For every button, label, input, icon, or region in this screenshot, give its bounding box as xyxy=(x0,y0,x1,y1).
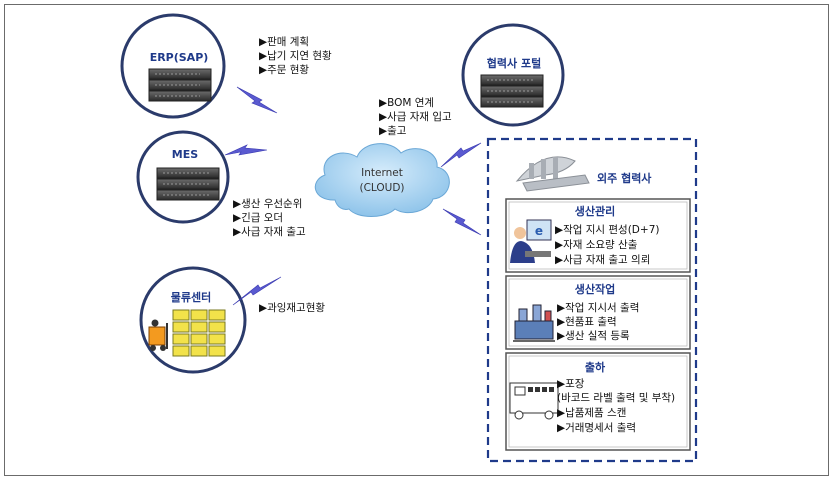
erp-node: ERP(SAP) xyxy=(120,13,226,119)
internet-cloud: Internet (CLOUD) xyxy=(314,143,450,217)
erp-note: ▶주문 현황 xyxy=(259,64,309,76)
worker-computer-icon: e xyxy=(510,219,552,263)
mes-note: ▶긴급 오더 xyxy=(233,212,283,224)
delivery-truck-icon xyxy=(509,382,559,420)
network-diagram: ERP(SAP) ▶판매 계획 ▶납기 지연 현황 ▶주문 현황 MES ▶생산… xyxy=(120,13,698,463)
logistics-title: 물류센터 xyxy=(171,290,211,304)
lightning-icon xyxy=(224,144,268,156)
box-item: ▶납품제품 스캔 xyxy=(557,407,626,419)
box-item: (바코드 라벨 출력 및 부착) xyxy=(557,392,675,404)
erp-server-icon xyxy=(148,68,212,102)
box-title: 생산관리 xyxy=(575,204,615,218)
partner-portal-server-icon xyxy=(480,74,544,108)
shipping-box: 출하 ▶포장 (바코드 라벨 출력 및 부착) ▶납품제품 스캔 ▶거래명세서 … xyxy=(505,352,691,451)
cloud-label-line2: (CLOUD) xyxy=(359,182,404,194)
partner-portal-notes: ▶BOM 연계 ▶사급 자재 입고 ▶출고 xyxy=(379,97,452,137)
lightning-icon xyxy=(442,208,482,236)
connectors xyxy=(224,86,482,306)
erp-notes: ▶판매 계획 ▶납기 지연 현황 ▶주문 현황 xyxy=(259,36,332,76)
partner-portal-title: 협력사 포털 xyxy=(487,56,541,70)
erp-title: ERP(SAP) xyxy=(150,51,209,64)
logistics-node: 물류센터 xyxy=(139,266,247,374)
mes-server-icon xyxy=(156,167,220,201)
forklift-icon xyxy=(148,319,168,351)
mes-note: ▶생산 우선순위 xyxy=(233,197,302,210)
partner-portal-note: ▶사급 자재 입고 xyxy=(379,110,452,123)
partner-portal-note: ▶BOM 연계 xyxy=(379,97,434,109)
box-item: ▶생산 실적 등록 xyxy=(557,330,630,342)
box-title: 생산작업 xyxy=(575,282,615,296)
logistics-note: ▶과잉재고현황 xyxy=(259,302,325,314)
mes-title: MES xyxy=(172,148,198,161)
cloud-label-line1: Internet xyxy=(361,167,403,179)
box-item: ▶포장 xyxy=(557,378,585,390)
production-work-box: 생산작업 ▶작업 지시서 출력 ▶현품표 출력 ▶생산 실적 등록 xyxy=(505,275,691,350)
diagram-frame: ERP(SAP) ▶판매 계획 ▶납기 지연 현황 ▶주문 현황 MES ▶생산… xyxy=(4,4,829,476)
box-item: ▶작업 지시서 출력 xyxy=(557,301,639,314)
svg-text:e: e xyxy=(535,224,543,238)
warehouse-icon xyxy=(172,309,226,357)
production-management-box: 생산관리 e ▶작업 지시 편성(D+7) ▶자재 소요량 산출 ▶사급 자재 … xyxy=(505,198,691,273)
outsource-region: 외주 협력사 생산관리 e ▶작업 지시 편성(D+7) ▶자재 소요량 산출 … xyxy=(486,137,698,463)
box-title: 출하 xyxy=(585,360,606,374)
mes-note: ▶사급 자재 출고 xyxy=(233,226,306,238)
lightning-icon xyxy=(440,142,482,168)
erp-note: ▶판매 계획 xyxy=(259,36,309,48)
production-line-icon xyxy=(513,304,555,342)
box-item: ▶거래명세서 출력 xyxy=(557,422,636,434)
box-item: ▶작업 지시 편성(D+7) xyxy=(555,223,659,236)
mes-node: MES xyxy=(136,130,230,224)
box-item: ▶현품표 출력 xyxy=(557,316,617,328)
box-item: ▶사급 자재 출고 의뢰 xyxy=(555,254,650,266)
outsource-title: 외주 협력사 xyxy=(597,171,652,185)
factory-icon xyxy=(515,156,590,192)
partner-portal-note: ▶출고 xyxy=(379,125,407,137)
erp-note: ▶납기 지연 현황 xyxy=(259,50,332,62)
lightning-icon xyxy=(232,276,282,306)
lightning-icon xyxy=(236,86,278,114)
mes-notes: ▶생산 우선순위 ▶긴급 오더 ▶사급 자재 출고 xyxy=(233,197,306,238)
box-item: ▶자재 소요량 산출 xyxy=(555,239,638,251)
partner-portal-node: 협력사 포털 xyxy=(461,23,565,127)
